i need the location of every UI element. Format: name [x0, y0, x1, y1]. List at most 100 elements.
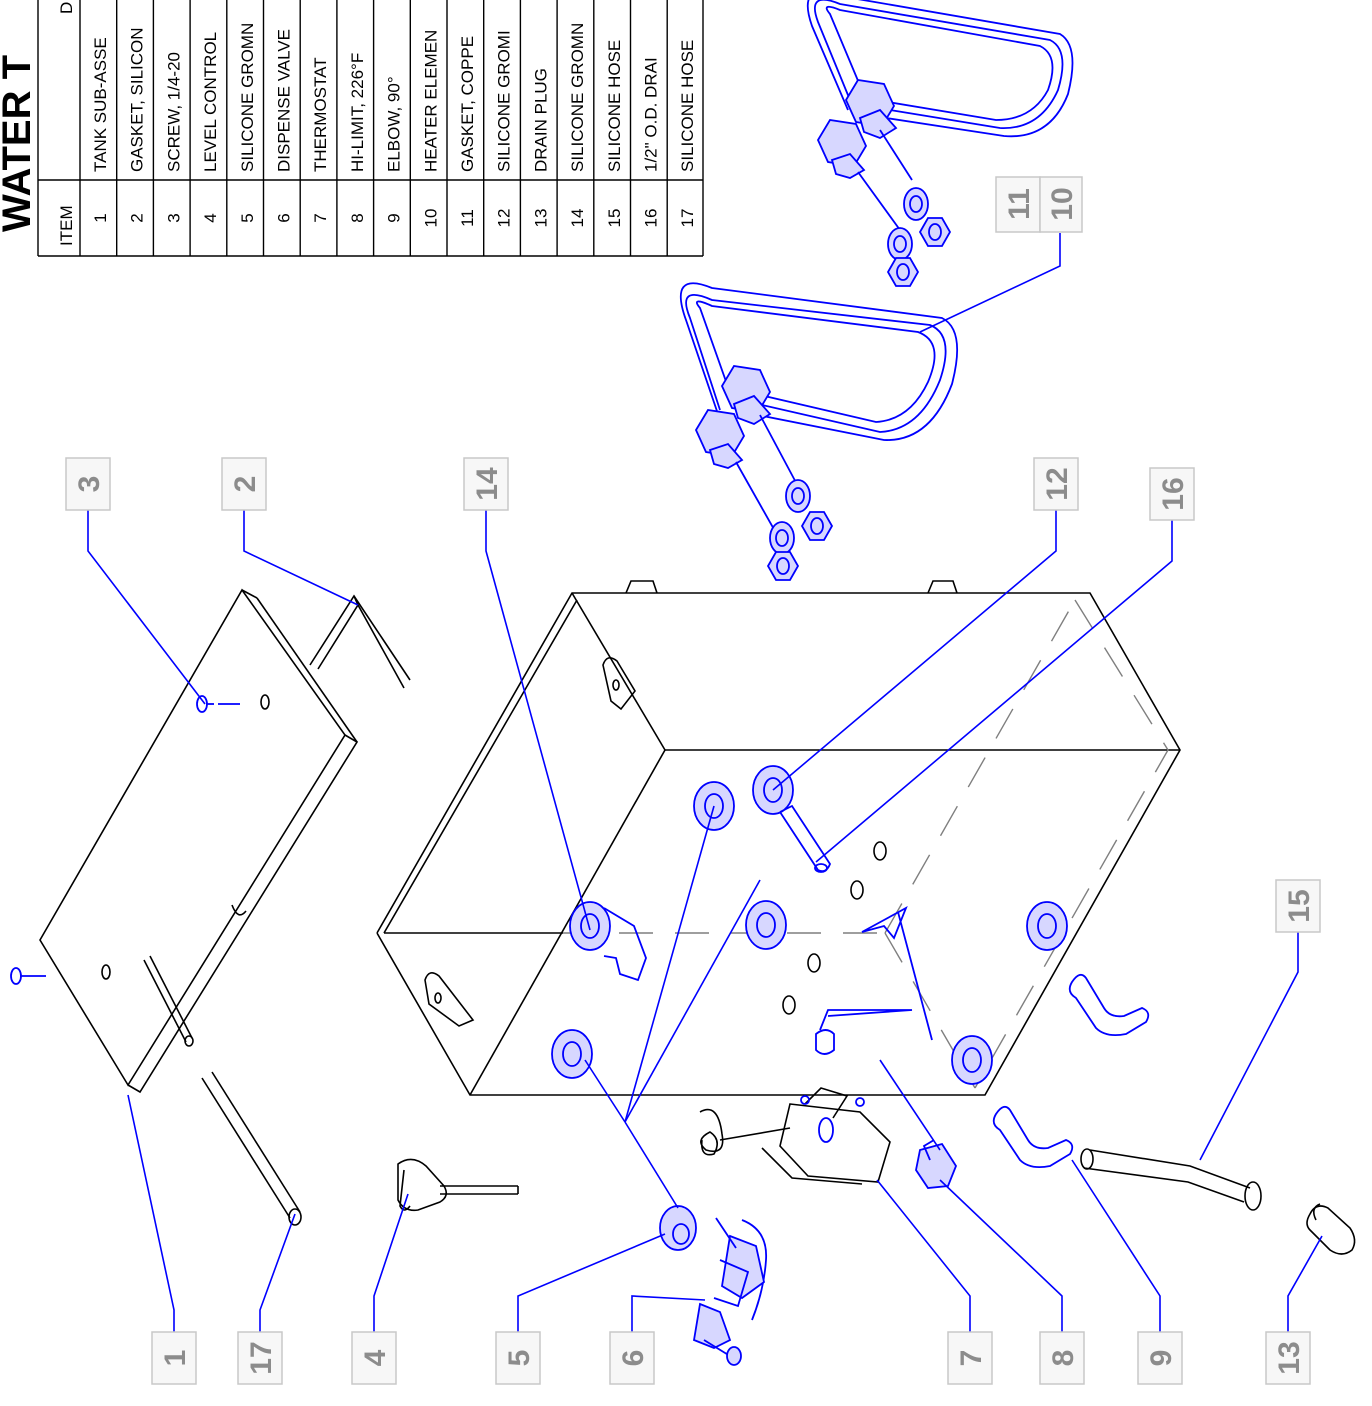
svg-text:10: 10: [1046, 187, 1079, 220]
bom-item-number: 16: [642, 209, 661, 228]
item-balloon-14: 14: [463, 457, 509, 511]
svg-text:4: 4: [359, 1349, 392, 1366]
bom-item-number: 10: [421, 209, 440, 228]
svg-text:3: 3: [73, 476, 106, 493]
item-balloon-8: 8: [1039, 1331, 1085, 1385]
heater-gaskets-left: [766, 479, 834, 581]
item-balloon-15: 15: [1275, 879, 1321, 933]
bom-item-number: 3: [164, 213, 183, 222]
drawing-title: WATER T: [0, 55, 39, 232]
leader-lines: [87, 233, 1323, 1332]
bom-item-number: 9: [385, 213, 404, 222]
bom-table: ITEM D 1 TANK SUB-ASSE 2 GASKET, SILICON 3 SC…: [37, 0, 704, 257]
bom-item-number: 5: [238, 213, 257, 222]
svg-text:7: 7: [955, 1350, 988, 1367]
thermostat: [699, 1087, 891, 1185]
drain-plug: [1306, 1203, 1356, 1255]
item-balloon-6: 6: [609, 1331, 655, 1385]
item-balloon-5: 5: [495, 1331, 541, 1385]
bom-item-number: 15: [605, 209, 624, 228]
bom-item-number: 11: [458, 209, 477, 227]
item-balloon-2: 2: [221, 457, 267, 511]
svg-text:9: 9: [1145, 1350, 1178, 1367]
heater-gaskets-right: [886, 187, 952, 287]
svg-text:2: 2: [229, 476, 262, 493]
bom-item-description: 1/2" O.D. DRAI: [642, 57, 661, 172]
thermostat-bulb-bracket: [861, 906, 933, 1041]
bom-item-description: LEVEL CONTROL: [201, 32, 220, 172]
hi-limit: [915, 1139, 958, 1189]
bom-item-number: 6: [275, 213, 294, 222]
lid-screw-bottom: [10, 967, 46, 985]
bom-item-description: ELBOW, 90°: [385, 76, 404, 172]
bom-item-description: SILICONE HOSE: [678, 40, 697, 172]
drain-fitting: [779, 804, 832, 873]
bom-header-description: D: [57, 2, 76, 14]
elbow-90: [992, 1105, 1074, 1169]
tank-body: [376, 580, 1181, 1096]
bom-item-description: DISPENSE VALVE: [275, 29, 294, 172]
item-balloon-12: 12: [1033, 457, 1079, 511]
elbow-tank: [1068, 973, 1150, 1037]
bom-item-description: SILICONE GROMN: [568, 23, 587, 172]
item-balloon-4: 4: [351, 1331, 397, 1385]
bom-item-description: THERMOSTAT: [311, 57, 330, 172]
svg-text:13: 13: [1273, 1341, 1306, 1374]
grommet-rear: [1026, 901, 1068, 951]
item-balloon-1: 1: [151, 1331, 197, 1385]
heater-element-left: [679, 282, 959, 541]
silicone-hose-15: [1080, 1148, 1262, 1211]
svg-text:16: 16: [1157, 477, 1190, 510]
svg-text:15: 15: [1283, 889, 1316, 922]
bom-item-number: 12: [495, 209, 514, 228]
heater-right-fitting-b: [844, 79, 898, 139]
svg-text:5: 5: [503, 1350, 536, 1367]
item-balloon-9: 9: [1137, 1331, 1183, 1385]
level-control: [397, 1158, 519, 1212]
svg-text:11: 11: [1003, 188, 1036, 220]
dispense-valve: [692, 1217, 767, 1366]
item-balloon-17: 17: [237, 1331, 283, 1385]
lid-overflow-tube: [143, 955, 194, 1047]
bom-item-description: SCREW, 1/4-20: [164, 52, 183, 172]
item-balloon-11: 11: [995, 176, 1041, 233]
silicone-hose-17: [201, 1071, 302, 1226]
bom-item-description: SILICONE GROMN: [238, 23, 257, 172]
bom-item-number: 2: [128, 213, 147, 222]
bom-item-description: GASKET, COPPE: [458, 36, 477, 172]
svg-text:6: 6: [617, 1350, 650, 1367]
valve-grommet: [659, 1205, 697, 1251]
bom-item-number: 17: [678, 209, 697, 228]
bom-item-number: 14: [568, 209, 587, 228]
bom-item-description: SILICONE GROMI: [495, 30, 514, 172]
bom-item-number: 13: [531, 209, 550, 228]
svg-text:1: 1: [159, 1350, 192, 1367]
bom-item-description: TANK SUB-ASSE: [91, 37, 110, 172]
svg-text:17: 17: [245, 1341, 278, 1374]
bom-item-number: 4: [201, 213, 220, 222]
item-balloon-10: 10: [1039, 176, 1083, 233]
lid-screw-top: [196, 695, 240, 713]
bom-item-number: 7: [311, 213, 330, 222]
item-balloon-7: 7: [947, 1331, 993, 1385]
bom-item-description: HI-LIMIT, 226°F: [348, 53, 367, 172]
svg-text:14: 14: [471, 467, 504, 501]
bom-header-item: ITEM: [57, 205, 76, 246]
heater-right-fitting-a: [816, 119, 868, 179]
bom-item-number: 1: [91, 213, 110, 222]
grommet-8: [951, 1035, 993, 1085]
bom-item-description: DRAIN PLUG: [531, 68, 550, 172]
sensor-probe: [815, 1009, 913, 1055]
bom-item-number: 8: [348, 213, 367, 222]
svg-text:12: 12: [1041, 467, 1074, 500]
grommet-5-lower: [551, 1029, 593, 1079]
lid-gasket: [309, 594, 411, 689]
heater-left-fitting-a: [694, 409, 746, 469]
item-balloon-13: 13: [1265, 1331, 1311, 1385]
tank-lid: [39, 588, 359, 1094]
svg-text:8: 8: [1047, 1350, 1080, 1367]
bom-item-description: GASKET, SILICON: [128, 27, 147, 172]
grommet-14: [569, 901, 647, 982]
grommet-5-mid: [745, 900, 787, 950]
